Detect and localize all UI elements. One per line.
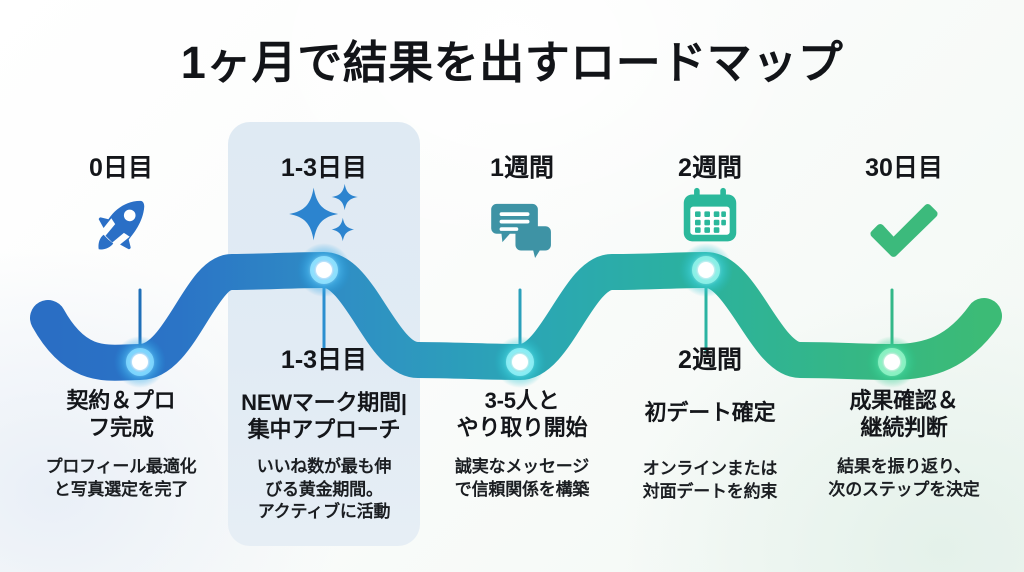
roadmap-step-3[interactable]: 1週間 3-5人とやり取り開始 誠実なメッセージで信頼関係を構築 bbox=[432, 0, 612, 572]
timeline-node bbox=[679, 243, 733, 297]
calendar-icon bbox=[620, 186, 800, 246]
timeline-node bbox=[297, 243, 351, 297]
page-title: 1ヶ月で結果を出すロードマップ bbox=[180, 37, 844, 88]
sparkle-icon bbox=[228, 183, 420, 246]
checkmark-icon bbox=[806, 192, 1002, 258]
step-period-mid: 2週間 bbox=[678, 346, 742, 374]
step-title: NEWマーク期間|集中アプローチ bbox=[241, 390, 407, 442]
step-title: 3-5人とやり取り開始 bbox=[456, 388, 588, 440]
timeline-node bbox=[114, 336, 166, 388]
roadmap-step-5[interactable]: 30日目 成果確認＆継続判断 結果を振り返り、次のステップを決定 bbox=[806, 0, 1002, 572]
step-title: 成果確認＆継続判断 bbox=[849, 388, 959, 440]
step-period-mid: 1-3日目 bbox=[280, 346, 368, 374]
step-period-top: 1週間 bbox=[490, 154, 554, 182]
rocket-icon bbox=[26, 192, 216, 258]
step-title: 契約＆プロフ完成 bbox=[66, 388, 176, 440]
timeline-node bbox=[494, 336, 546, 388]
step-period-top: 2週間 bbox=[678, 154, 742, 182]
step-description: 誠実なメッセージで信頼関係を構築 bbox=[454, 457, 590, 499]
step-description: いいね数が最も伸びる黄金期間。アクティブに活動 bbox=[256, 457, 392, 522]
timeline-node bbox=[866, 336, 918, 388]
timeline-wave bbox=[0, 232, 1024, 402]
roadmap-step-4[interactable]: 2週間 bbox=[620, 0, 800, 572]
chat-bubbles-icon bbox=[432, 192, 612, 258]
step-description: 結果を振り返り、次のステップを決定 bbox=[828, 457, 980, 499]
step-title: 初デート確定 bbox=[644, 400, 776, 425]
roadmap-step-2[interactable]: 1-3日目 1-3日目 NEWマーク期間|集中アプローチ いいね数が最も伸びる黄… bbox=[228, 0, 420, 572]
roadmap-step-1[interactable]: 0日目 契約＆プロフ完成 プロフィール最適化と写真選定を完了 bbox=[26, 0, 216, 572]
step-period-top: 30日目 bbox=[865, 154, 943, 182]
step-period-top: 0日目 bbox=[89, 154, 153, 182]
step-description: オンラインまたは対面デートを約束 bbox=[642, 459, 778, 501]
step-period-top: 1-3日目 bbox=[280, 154, 368, 182]
step-description: プロフィール最適化と写真選定を完了 bbox=[45, 457, 197, 499]
